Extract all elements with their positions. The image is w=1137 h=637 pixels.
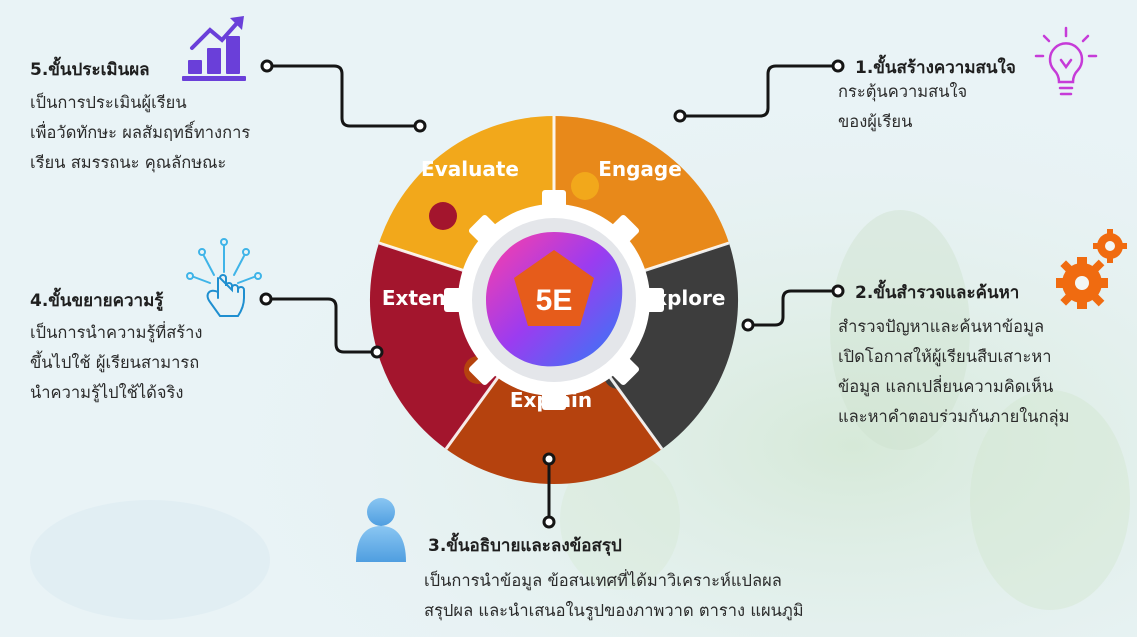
connector-engage	[680, 64, 835, 118]
connector-evaluate	[269, 64, 420, 128]
growth-chart-icon	[182, 16, 246, 81]
connector-dots	[259, 59, 845, 529]
desc-line: และหาคำตอบร่วมกันภายในกลุ่ม	[838, 407, 1070, 426]
segment-label-explore: Explore	[641, 286, 726, 310]
person-icon	[356, 498, 406, 562]
desc-line: เพื่อวัดทักษะ ผลสัมฤทธิ์ทางการ	[30, 123, 251, 142]
segment-label-extend: Extend	[382, 286, 460, 310]
puzzle-knob	[571, 172, 599, 200]
step-desc-explore: สำรวจปัญหาและค้นหาข้อมูล เปิดโอกาสให้ผู้…	[838, 312, 1070, 432]
center-label: 5E	[536, 284, 573, 317]
segment-label-engage: Engage	[598, 157, 682, 181]
desc-line: ข้อมูล แลกเปลี่ยนความคิดเห็น	[838, 377, 1054, 396]
puzzle-knob	[429, 202, 457, 230]
gears-icon	[1056, 229, 1127, 309]
connectors	[268, 64, 835, 520]
desc-line: สำรวจปัญหาและค้นหาข้อมูล	[838, 317, 1045, 336]
wheel: 5E Engage Explore Explain Extend Evaluat…	[369, 115, 739, 485]
desc-line: เป็นการนำความรู้ที่สร้าง	[30, 323, 203, 342]
step-title-evaluate: 5.ขั้นประเมินผล	[30, 60, 150, 80]
puzzle-knob	[650, 230, 678, 258]
step-title-extend: 4.ขั้นขยายความรู้	[30, 291, 164, 311]
desc-line: เรียน สมรรถนะ คุณลักษณะ	[30, 153, 227, 172]
desc-line: นำความรู้ไปใช้ได้จริง	[30, 383, 184, 402]
desc-line: ขึ้นไปใช้ ผู้เรียนสามารถ	[30, 353, 200, 372]
touch-circuit-icon	[186, 238, 262, 317]
segment-label-evaluate: Evaluate	[421, 157, 519, 181]
step-title-explore: 2.ขั้นสำรวจและค้นหา	[855, 283, 1020, 303]
step-desc-evaluate: เป็นการประเมินผู้เรียน เพื่อวัดทักษะ ผลส…	[30, 88, 250, 178]
connector-extend	[268, 297, 377, 354]
desc-line: เป็นการประเมินผู้เรียน	[30, 93, 187, 112]
step-title-explain: 3.ขั้นอธิบายและลงข้อสรุป	[428, 536, 622, 556]
connector-explore	[748, 289, 835, 327]
step-desc-extend: เป็นการนำความรู้ที่สร้าง ขึ้นไปใช้ ผู้เร…	[30, 318, 203, 408]
step-desc-engage: กระตุ้นความสนใจ ของผู้เรียน	[838, 77, 967, 137]
desc-line: เปิดโอกาสให้ผู้เรียนสืบเสาะหา	[838, 347, 1052, 366]
desc-line: ของผู้เรียน	[838, 112, 913, 131]
desc-line: กระตุ้นความสนใจ	[838, 82, 968, 101]
step-desc-explain: เป็นการนำข้อมูล ข้อสนเทศที่ได้มาวิเคราะห…	[424, 566, 804, 626]
desc-line: เป็นการนำข้อมูล ข้อสนเทศที่ได้มาวิเคราะห…	[424, 571, 782, 590]
desc-line: สรุปผล และนำเสนอในรูปของภาพวาด ตาราง แผน…	[424, 601, 804, 620]
lightbulb-icon	[1034, 26, 1098, 96]
segment-label-explain: Explain	[510, 388, 592, 412]
step-title-engage: 1.ขั้นสร้างความสนใจ	[855, 58, 1016, 78]
center-badge[interactable]: 5E	[486, 232, 623, 367]
